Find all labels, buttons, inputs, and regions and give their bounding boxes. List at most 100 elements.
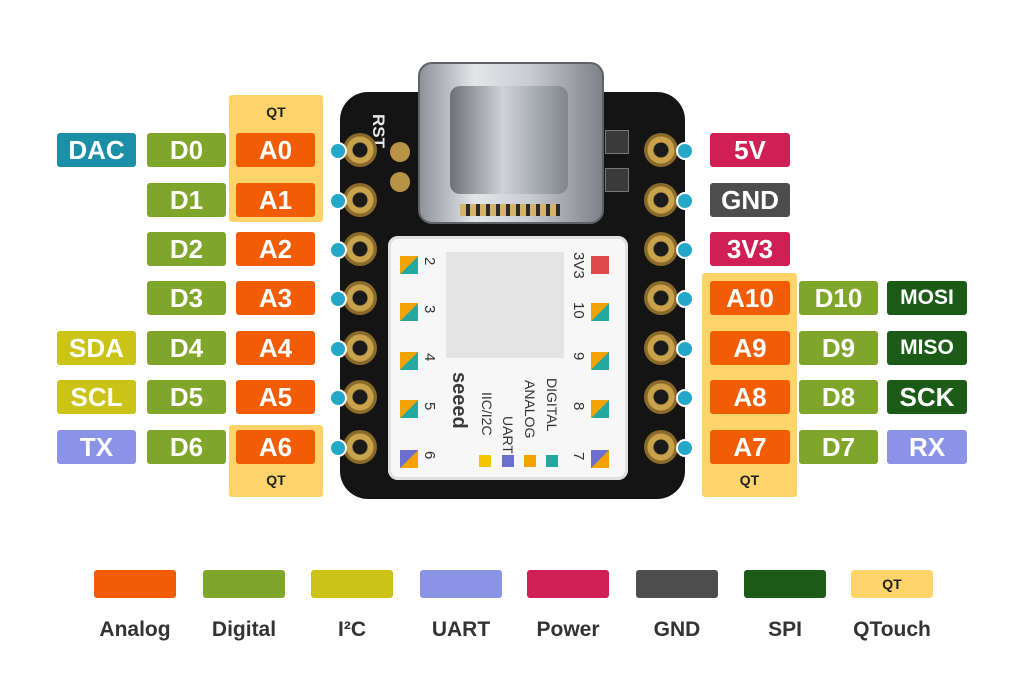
pad-left-0 bbox=[343, 133, 377, 167]
shield-number-right: 9 bbox=[570, 352, 587, 361]
legend-swatch-qtouch: QT bbox=[851, 570, 933, 598]
legend-swatch-qtouch-text: QT bbox=[882, 576, 902, 592]
pin-tag-digital: D0 bbox=[147, 133, 226, 167]
legend-label-gnd: GND bbox=[653, 618, 701, 641]
pin-tag-digital: D4 bbox=[147, 331, 226, 365]
pin-tag-digital: D10 bbox=[799, 281, 878, 315]
pad-left-5 bbox=[343, 380, 377, 414]
shield-number-left: 6 bbox=[421, 451, 438, 460]
pin-connector-dot bbox=[329, 192, 347, 210]
pin-tag-analog: A5 bbox=[236, 380, 315, 414]
pad-right-4 bbox=[644, 331, 678, 365]
shield-number-left: 4 bbox=[421, 353, 438, 362]
pin-connector-dot bbox=[329, 439, 347, 457]
legend-swatch-gnd bbox=[636, 570, 718, 598]
legend-label-spi: SPI bbox=[768, 618, 802, 641]
shield-number-left: 3 bbox=[421, 305, 438, 314]
pin-tag-uart: RX bbox=[887, 430, 967, 464]
shield-pad-3v3 bbox=[591, 256, 609, 274]
shield-pad-10 bbox=[591, 303, 609, 321]
pad-left-2 bbox=[343, 232, 377, 266]
shield-pad-8 bbox=[591, 400, 609, 418]
pin-tag-digital: D1 bbox=[147, 183, 226, 217]
shield-legend-i2c-swatch bbox=[479, 455, 491, 467]
shield-center-window bbox=[446, 252, 564, 358]
expansion-shield bbox=[388, 236, 628, 480]
legend-swatch-analog bbox=[94, 570, 176, 598]
pin-tag-i2c: SDA bbox=[57, 331, 136, 365]
pad-right-0 bbox=[644, 133, 678, 167]
shield-legend-analog: ANALOG bbox=[522, 380, 538, 439]
pin-tag-uart: TX bbox=[57, 430, 136, 464]
pin-tag-digital: D2 bbox=[147, 232, 226, 266]
shield-pad-5 bbox=[400, 400, 418, 418]
pin-tag-digital: D5 bbox=[147, 380, 226, 414]
shield-number-right: 8 bbox=[570, 402, 587, 411]
pin-tag-digital: D9 bbox=[799, 331, 878, 365]
legend-swatch-uart bbox=[420, 570, 502, 598]
shield-pad-6 bbox=[400, 450, 418, 468]
shield-legend-uart-swatch bbox=[502, 455, 514, 467]
shield-number-left: 5 bbox=[421, 402, 438, 411]
usb-c-connector bbox=[418, 62, 604, 224]
pin-tag-analog: A1 bbox=[236, 183, 315, 217]
shield-pad-3 bbox=[400, 303, 418, 321]
legend-label-i2c: I²C bbox=[338, 618, 366, 641]
pin-tag-analog: A9 bbox=[710, 331, 790, 365]
pad-left-6 bbox=[343, 430, 377, 464]
pin-tag-analog: A2 bbox=[236, 232, 315, 266]
pin-connector-dot bbox=[329, 241, 347, 259]
shield-number-right: 3V3 bbox=[570, 252, 587, 279]
pad-left-3 bbox=[343, 281, 377, 315]
shield-pad-2 bbox=[400, 256, 418, 274]
pin-connector-dot bbox=[329, 340, 347, 358]
pin-tag-analog: A0 bbox=[236, 133, 315, 167]
legend-label-analog: Analog bbox=[99, 618, 171, 641]
pin-connector-dot bbox=[676, 389, 694, 407]
shield-legend-analog-swatch bbox=[524, 455, 536, 467]
pad-right-5 bbox=[644, 380, 678, 414]
shield-legend-i2c: IIC/I2C bbox=[479, 392, 495, 436]
shield-legend-digital: DIGITAL bbox=[544, 378, 560, 432]
legend-swatch-digital bbox=[203, 570, 285, 598]
pin-tag-gnd: GND bbox=[710, 183, 790, 217]
shield-legend-digital-swatch bbox=[546, 455, 558, 467]
legend-label-qtouch: QTouch bbox=[853, 618, 931, 641]
shield-number-right: 7 bbox=[570, 452, 587, 461]
pin-tag-digital: D8 bbox=[799, 380, 878, 414]
pin-connector-dot bbox=[676, 439, 694, 457]
legend-label-digital: Digital bbox=[211, 618, 277, 641]
pin-tag-analog: A8 bbox=[710, 380, 790, 414]
pin-connector-dot bbox=[329, 142, 347, 160]
pin-tag-analog: A4 bbox=[236, 331, 315, 365]
legend-label-uart: UART bbox=[431, 618, 491, 641]
pin-tag-analog: A6 bbox=[236, 430, 315, 464]
pin-connector-dot bbox=[676, 290, 694, 308]
pin-tag-power: 3V3 bbox=[710, 232, 790, 266]
qt-label-top-left: QT bbox=[266, 104, 286, 120]
brand-logo-text: seeed bbox=[448, 372, 470, 429]
pin-connector-dot bbox=[676, 241, 694, 259]
qt-label-bottom-left: QT bbox=[266, 472, 286, 488]
led-component bbox=[605, 130, 629, 154]
legend-swatch-spi bbox=[744, 570, 826, 598]
pin-tag-digital: D3 bbox=[147, 281, 226, 315]
reset-pad bbox=[390, 172, 410, 192]
pin-connector-dot bbox=[329, 389, 347, 407]
usb-c-pins bbox=[460, 204, 560, 216]
reset-pad bbox=[390, 142, 410, 162]
legend-swatch-i2c bbox=[311, 570, 393, 598]
pin-tag-digital: D7 bbox=[799, 430, 878, 464]
led-component bbox=[605, 168, 629, 192]
pin-tag-spi: MOSI bbox=[887, 281, 967, 315]
pin-tag-analog: A3 bbox=[236, 281, 315, 315]
pin-tag-power: 5V bbox=[710, 133, 790, 167]
pin-tag-analog: A10 bbox=[710, 281, 790, 315]
qt-label-bottom-right: QT bbox=[739, 472, 760, 488]
pin-connector-dot bbox=[676, 142, 694, 160]
pad-right-2 bbox=[644, 232, 678, 266]
pad-left-1 bbox=[343, 183, 377, 217]
pad-left-4 bbox=[343, 331, 377, 365]
pad-right-3 bbox=[644, 281, 678, 315]
pad-right-1 bbox=[644, 183, 678, 217]
